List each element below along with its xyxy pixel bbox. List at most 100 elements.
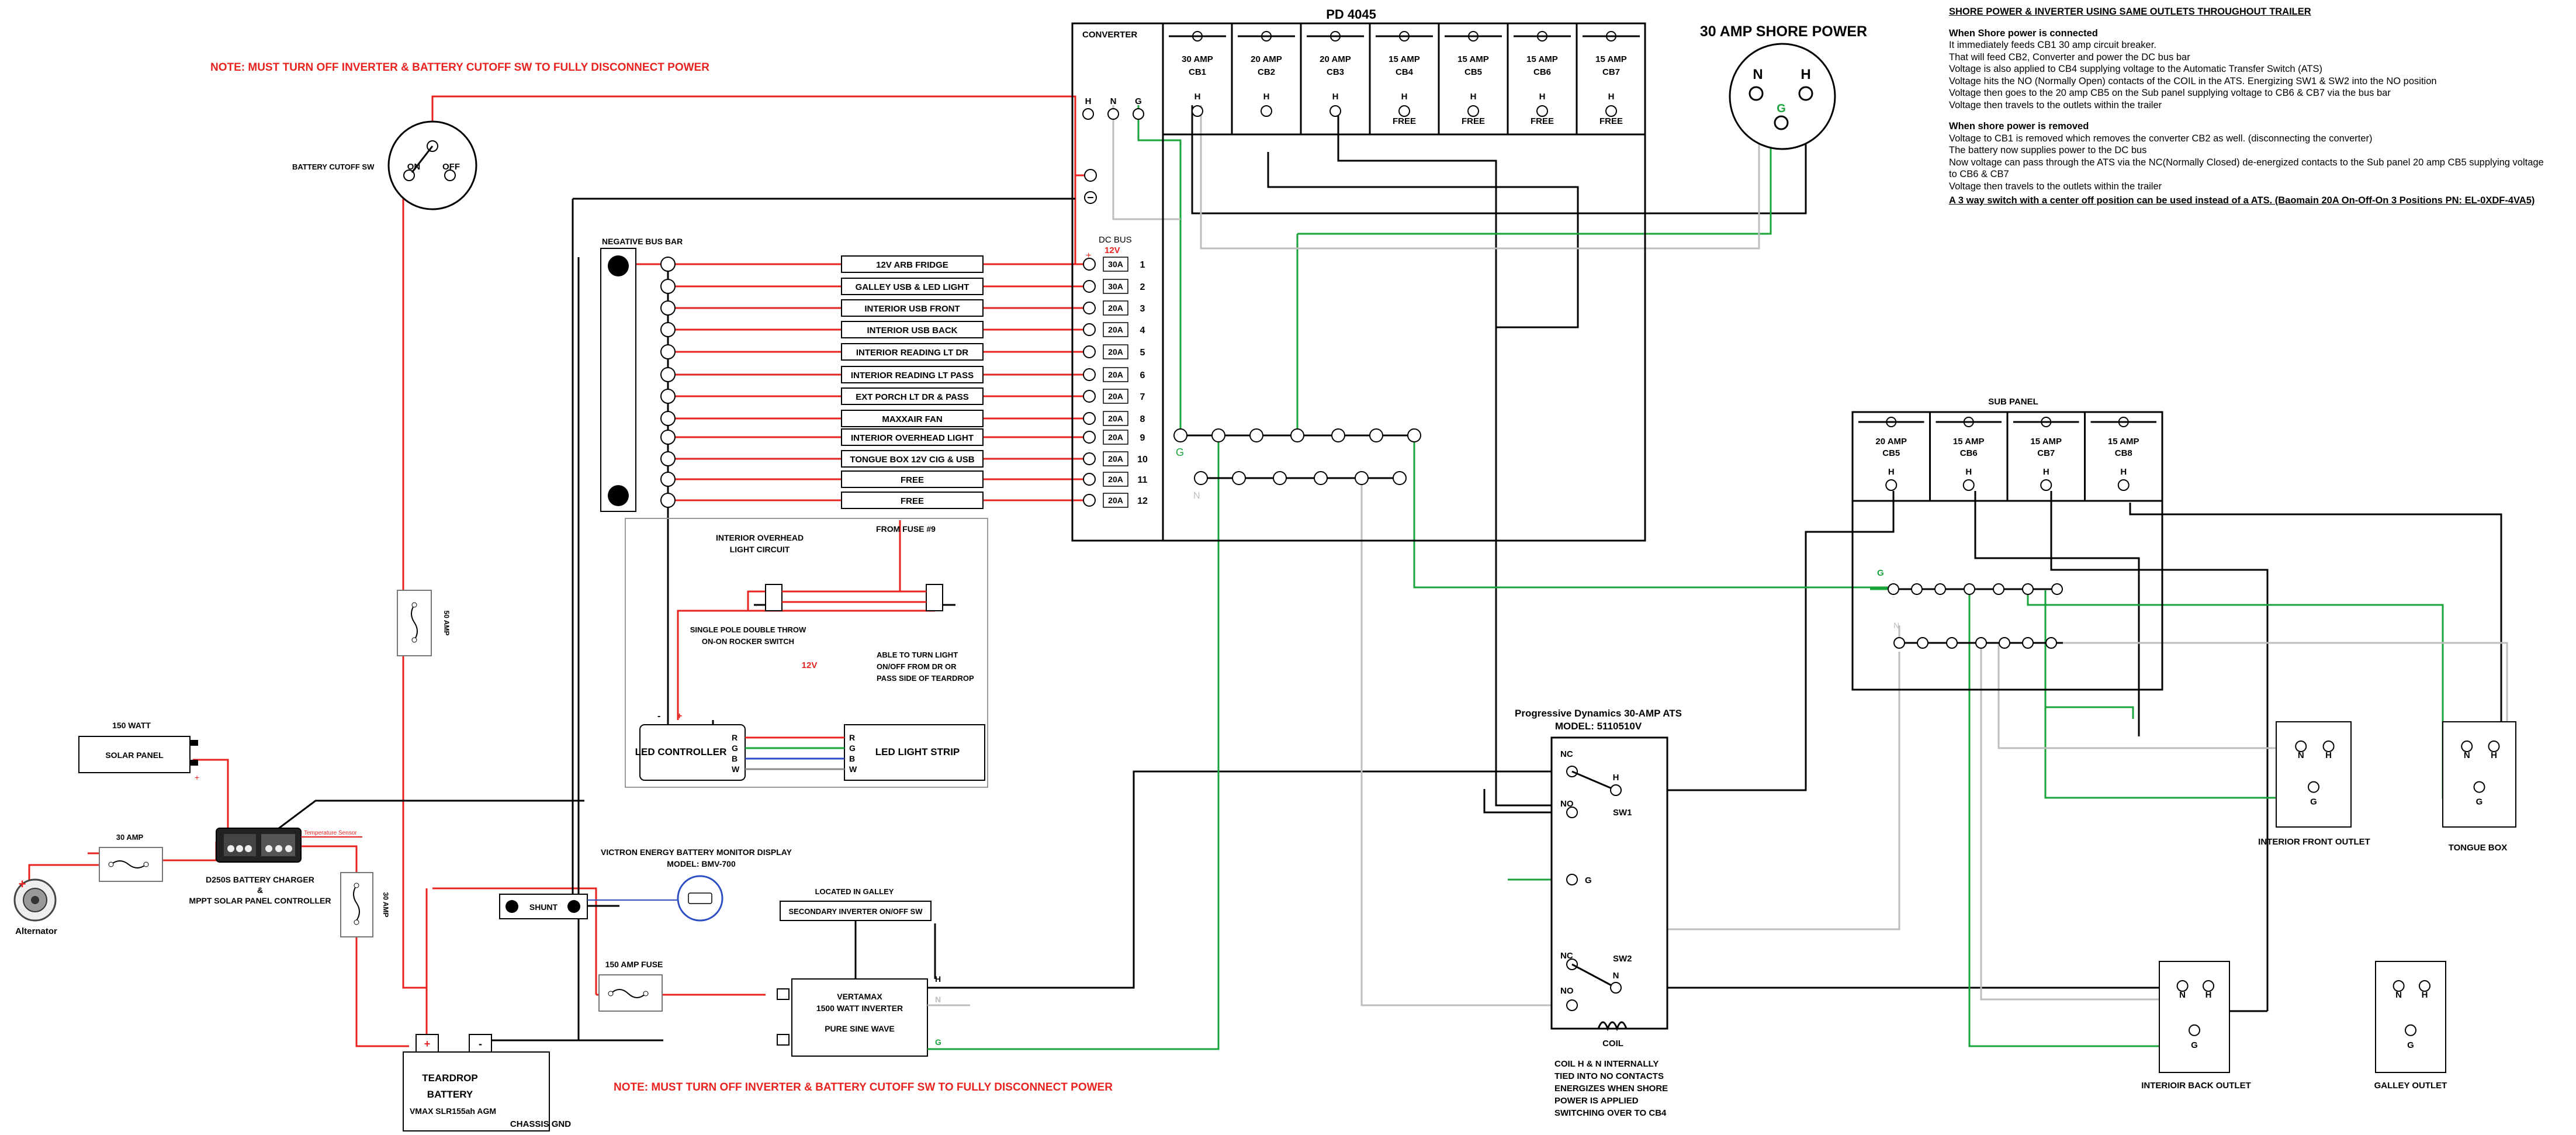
overhead-light-circuit: INTERIOR OVERHEAD LIGHT CIRCUIT FROM FUS… — [625, 518, 988, 788]
fuse-box — [1103, 430, 1128, 445]
sub-ground-bus-terminal — [1993, 583, 2004, 595]
neg-bus-terminal — [660, 300, 676, 316]
converter-label: CONVERTER — [1082, 30, 1137, 40]
sub-breaker-cb: CB8 — [2115, 448, 2132, 458]
circuit-number: 6 — [1140, 371, 1145, 380]
pd-breaker-terminal — [1329, 105, 1341, 117]
bmv-l1: VICTRON ENERGY BATTERY MONITOR DISPLAY — [601, 847, 792, 857]
sub-breaker-amp: 15 AMP — [1953, 437, 1985, 447]
shunt: SHUNT — [499, 894, 678, 919]
ats-title: Progressive Dynamics 30-AMP ATS — [1515, 708, 1682, 719]
shore-g: G — [1777, 102, 1786, 115]
desc-connected-1: That will feed CB2, Converter and power … — [1949, 51, 2190, 63]
circuit-label-box — [841, 387, 984, 405]
dc-bus-terminal — [1083, 368, 1096, 381]
alt-fuse-label: 30 AMP — [116, 833, 144, 842]
pd-breaker-amp: 20 AMP — [1251, 54, 1282, 64]
ats-no2: NO — [1560, 986, 1574, 996]
converter-term-h: H — [1085, 96, 1092, 106]
fuse-box — [1103, 279, 1128, 294]
pd-neutral-bus-terminal — [1314, 471, 1328, 485]
solar-plus: + — [195, 773, 199, 782]
fuse-rating: 20A — [1108, 454, 1123, 463]
ats-no1: NO — [1560, 799, 1574, 809]
sub-breaker-term: H — [1965, 467, 1972, 477]
pd-breaker-cb: CB1 — [1189, 67, 1206, 77]
battery-plus: + — [424, 1038, 431, 1050]
battery-l2: BATTERY — [427, 1089, 473, 1100]
pd-breaker-terminal — [1536, 105, 1548, 117]
desc-connected-4: Voltage then goes to the 20 amp CB5 on t… — [1949, 88, 2391, 98]
sub-ground-bus-terminal — [1934, 583, 1946, 595]
outlet-h: H — [2422, 990, 2428, 1000]
outlet-g: G — [2407, 1040, 2414, 1050]
fuse-box — [1103, 451, 1128, 466]
desc-footer: A 3 way switch with a center off positio… — [1949, 195, 2535, 206]
fuse-rating: 20A — [1108, 475, 1123, 484]
circuit-label: INTERIOR USB BACK — [867, 326, 957, 335]
able1: ABLE TO TURN LIGHT — [877, 650, 958, 659]
outlet-n-terminal — [2461, 740, 2473, 752]
sub-breaker-amp: 15 AMP — [2108, 437, 2139, 447]
battery-charger: Temperature Sensor D250S BATTERY CHARGER… — [189, 828, 362, 905]
negative-bus-bar: NEGATIVE BUS BAR — [600, 237, 683, 512]
ats-model: MODEL: 5110510V — [1555, 721, 1642, 732]
teardrop-battery: + - TEARDROP BATTERY VMAX SLR155ah AGM C… — [403, 1034, 571, 1131]
circuit-number: 8 — [1140, 414, 1145, 424]
fuse-rating: 20A — [1108, 347, 1123, 357]
ats-sw2: SW2 — [1613, 954, 1632, 964]
pd-breaker-term: H — [1401, 92, 1408, 102]
dc-bus-terminal — [1083, 280, 1096, 293]
shunt-label: SHUNT — [529, 902, 558, 912]
outlet-g-terminal — [2308, 781, 2319, 793]
ats-n: N — [1613, 971, 1619, 981]
neg-bus-label: NEGATIVE BUS BAR — [602, 237, 683, 246]
temp-sensor-label: Temperature Sensor — [304, 830, 357, 836]
dc-bus-label: DC BUS — [1099, 235, 1132, 245]
galley-switch-label: SECONDARY INVERTER ON/OFF SW — [789, 907, 923, 916]
outlet-h: H — [2491, 750, 2497, 760]
pd-breaker-note: FREE — [1393, 116, 1416, 126]
shore-power: 30 AMP SHORE POWER N H G — [1700, 23, 1867, 150]
circuit-label-box — [841, 278, 984, 295]
pd-breaker-cb: CB2 — [1258, 67, 1275, 77]
neg-bus-terminal — [660, 279, 676, 294]
desc-removed-heading: When shore power is removed — [1949, 121, 2089, 132]
battery-monitor: VICTRON ENERGY BATTERY MONITOR DISPLAY M… — [601, 847, 792, 922]
sub-neutral-bus-terminal — [2022, 637, 2034, 649]
led-strip-label: LED LIGHT STRIP — [875, 746, 960, 757]
outlet-n: N — [2298, 750, 2304, 760]
galley-located: LOCATED IN GALLEY — [815, 887, 894, 896]
fuse150-label: 150 AMP FUSE — [605, 960, 663, 969]
outlet-label: INTERIOIR BACK OUTLET — [2141, 1081, 2251, 1091]
outlet-n-terminal — [2393, 980, 2405, 992]
sub-breaker-amp: 20 AMP — [1875, 437, 1907, 447]
pd-breaker-amp: 15 AMP — [1595, 54, 1627, 64]
shore-n: N — [1753, 67, 1763, 82]
outlet-n-terminal — [2295, 740, 2307, 752]
pd-neutral-bus-terminal — [1273, 471, 1287, 485]
overhead-from-fuse: FROM FUSE #9 — [876, 524, 936, 534]
fuse-box — [1103, 389, 1128, 404]
fuse-box — [1103, 472, 1128, 487]
cutoff-on: ON — [407, 162, 421, 172]
fuse-rating: 20A — [1108, 370, 1123, 379]
circuit-number: 4 — [1140, 326, 1145, 335]
outlet-n: N — [2395, 990, 2402, 1000]
circuit-number: 1 — [1140, 260, 1145, 270]
desc-removed-4: Voltage then travels to the outlets with… — [1949, 181, 2162, 192]
circuit-number: 12 — [1137, 496, 1148, 506]
led-controller — [639, 724, 746, 781]
circuit-number: 9 — [1140, 433, 1145, 443]
inverter-g: G — [935, 1037, 941, 1047]
sub-ground-bus-terminal — [2051, 583, 2063, 595]
fuse-150-amp: 150 AMP FUSE — [598, 960, 663, 1012]
dc-bus-terminal — [1083, 258, 1096, 271]
outlet-front — [2276, 721, 2352, 828]
galley-switch: LOCATED IN GALLEY SECONDARY INVERTER ON/… — [780, 887, 932, 979]
battery-l1: TEARDROP — [422, 1072, 477, 1084]
pd-ground-bus-terminal — [1173, 428, 1187, 442]
